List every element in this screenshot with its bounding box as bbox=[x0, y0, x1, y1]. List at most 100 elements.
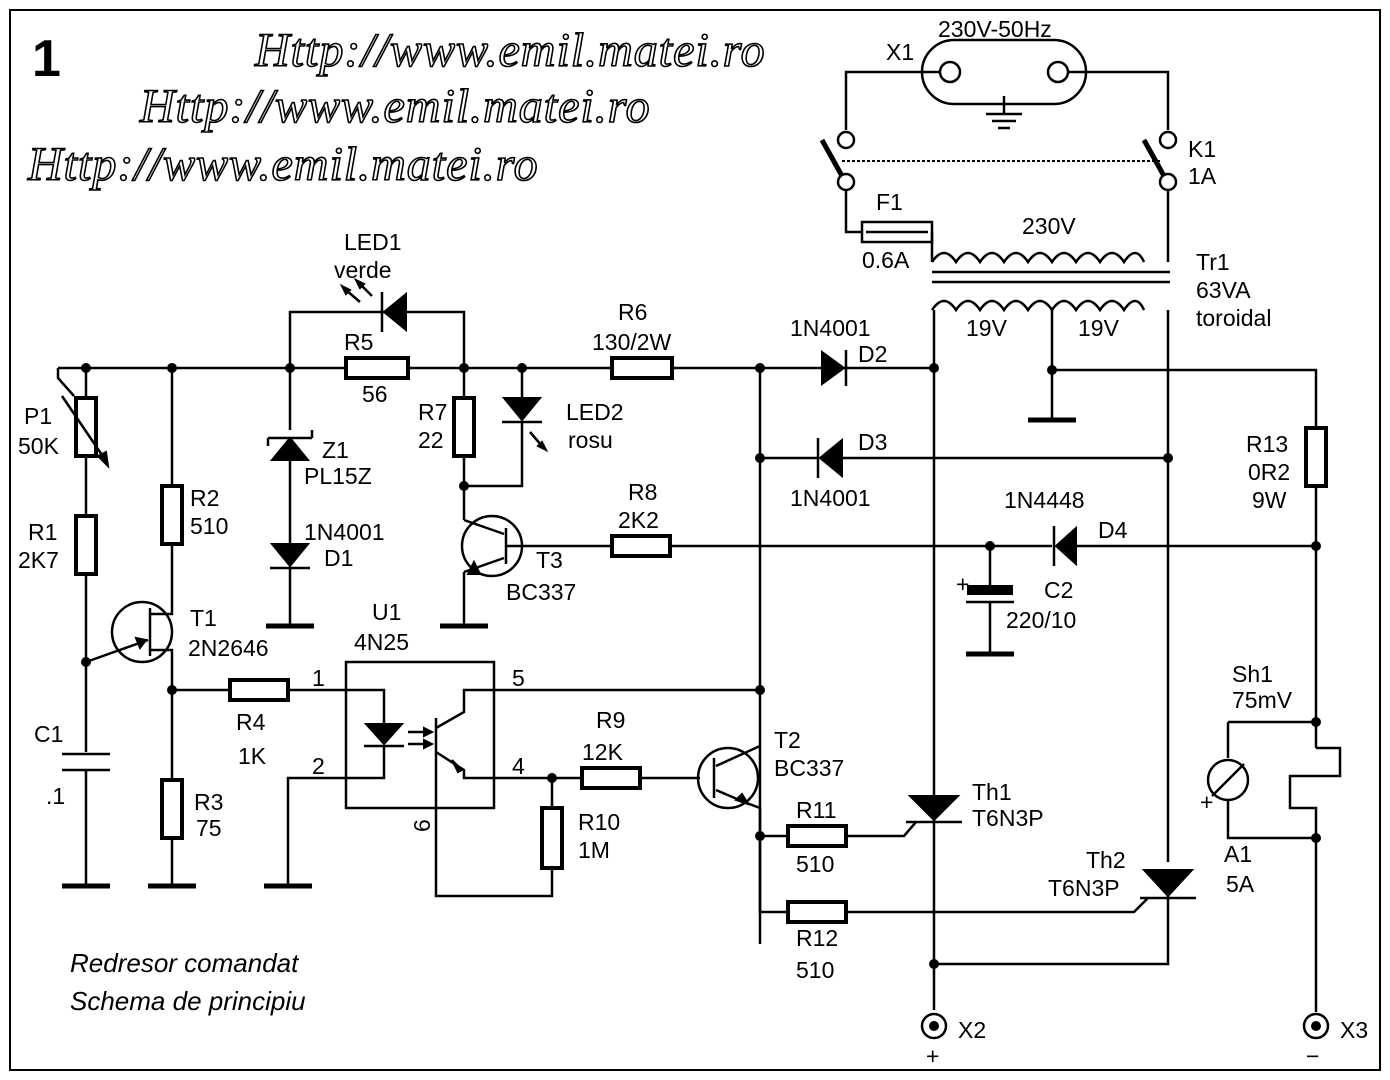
t1-name: T1 bbox=[190, 605, 217, 631]
t2-name: T2 bbox=[774, 727, 801, 753]
a1-polarity: + bbox=[1200, 789, 1213, 815]
page-number: 1 bbox=[32, 30, 61, 88]
r10-value: 1M bbox=[578, 837, 610, 863]
a1-value: 5A bbox=[1226, 871, 1255, 897]
k1-name: K1 bbox=[1188, 136, 1216, 162]
resistor-r5 bbox=[344, 356, 410, 380]
r13-name: R13 bbox=[1246, 431, 1288, 457]
caption-title: Redresor comandat bbox=[70, 948, 300, 978]
diode-d3 bbox=[816, 437, 843, 479]
x3-polarity: − bbox=[1306, 1043, 1319, 1069]
thyristor-th1 bbox=[906, 795, 962, 824]
opto-led bbox=[363, 723, 435, 750]
tr1-power: 63VA bbox=[1196, 277, 1251, 303]
tr1-type: toroidal bbox=[1196, 305, 1271, 331]
resistor-r8 bbox=[610, 534, 672, 558]
r7-name: R7 bbox=[418, 399, 447, 425]
resistor-r9 bbox=[580, 766, 642, 790]
resistor-r13 bbox=[1304, 426, 1328, 488]
z1-name: Z1 bbox=[322, 437, 349, 463]
led1-color: verde bbox=[334, 257, 392, 283]
opto-transistor bbox=[434, 688, 760, 898]
r4-name: R4 bbox=[236, 709, 266, 735]
c1-value: .1 bbox=[46, 783, 65, 809]
r4-value: 1K bbox=[238, 743, 267, 769]
u1-pin-1: 1 bbox=[312, 665, 325, 691]
th2-name: Th2 bbox=[1086, 847, 1126, 873]
d4-part: 1N4448 bbox=[1004, 487, 1085, 513]
p1-value: 50K bbox=[18, 433, 60, 459]
r8-name: R8 bbox=[628, 479, 657, 505]
r12-value: 510 bbox=[796, 957, 834, 983]
r8-value: 2K2 bbox=[618, 507, 659, 533]
watermark-url-3: Http://www.emil.matei.ro bbox=[27, 138, 539, 191]
transformer-tr1 bbox=[930, 251, 1170, 313]
resistor-r4 bbox=[228, 678, 290, 702]
c2-name: C2 bbox=[1044, 577, 1073, 603]
d3-part: 1N4001 bbox=[790, 485, 871, 511]
k1-rating: 1A bbox=[1188, 163, 1217, 189]
u1-pin-4: 4 bbox=[512, 753, 525, 779]
tr1-sec-b: 19V bbox=[1078, 315, 1120, 341]
r5-value: 56 bbox=[362, 381, 388, 407]
u1-pin-6: 6 bbox=[409, 819, 435, 832]
t1-part: 2N2646 bbox=[188, 635, 269, 661]
frame-border bbox=[9, 9, 1381, 1071]
d4-name: D4 bbox=[1098, 517, 1128, 543]
led-led1 bbox=[339, 277, 407, 333]
x2-name: X2 bbox=[958, 1017, 986, 1043]
r10-name: R10 bbox=[578, 809, 620, 835]
resistor-r3 bbox=[160, 778, 184, 840]
r6-name: R6 bbox=[618, 299, 647, 325]
d2-name: D2 bbox=[858, 341, 887, 367]
resistor-r2 bbox=[160, 484, 184, 546]
d2-part: 1N4001 bbox=[790, 315, 871, 341]
caption-subtitle: Schema de principiu bbox=[70, 986, 306, 1016]
x3-name: X3 bbox=[1340, 1017, 1368, 1043]
transistor-t1 bbox=[85, 600, 174, 690]
u1-pin-5: 5 bbox=[512, 665, 525, 691]
r1-value: 2K7 bbox=[18, 547, 59, 573]
shunt-sh1 bbox=[1288, 746, 1342, 838]
u1-pin-2: 2 bbox=[312, 753, 325, 779]
r11-value: 510 bbox=[796, 851, 834, 877]
terminal-x2 bbox=[920, 1012, 948, 1040]
a1-name: A1 bbox=[1224, 841, 1252, 867]
r2-value: 510 bbox=[190, 513, 228, 539]
r5-name: R5 bbox=[344, 329, 373, 355]
ammeter-a1: + bbox=[1200, 758, 1250, 815]
th1-part: T6N3P bbox=[972, 805, 1044, 831]
r7-value: 22 bbox=[418, 427, 444, 453]
fuse-f1 bbox=[860, 220, 934, 244]
x1-rating: 230V-50Hz bbox=[938, 16, 1052, 42]
thyristor-th2 bbox=[1140, 869, 1196, 900]
led1-name: LED1 bbox=[344, 229, 402, 255]
tr1-sec-a: 19V bbox=[966, 315, 1008, 341]
zener-z1 bbox=[266, 430, 314, 461]
f1-name: F1 bbox=[876, 189, 903, 215]
x2-polarity: + bbox=[926, 1043, 939, 1069]
f1-rating: 0.6A bbox=[862, 247, 910, 273]
t3-part: BC337 bbox=[506, 579, 576, 605]
p1-name: P1 bbox=[24, 403, 52, 429]
resistor-r10 bbox=[540, 806, 564, 870]
r2-name: R2 bbox=[190, 485, 219, 511]
u1-name: U1 bbox=[372, 599, 401, 625]
r9-name: R9 bbox=[596, 707, 625, 733]
diode-d1 bbox=[269, 543, 311, 570]
sh1-name: Sh1 bbox=[1232, 661, 1273, 687]
resistor-r12 bbox=[786, 900, 848, 924]
potentiometer-p1 bbox=[74, 396, 98, 458]
resistor-r7 bbox=[452, 396, 476, 458]
tr1-name: Tr1 bbox=[1196, 249, 1230, 275]
r13-power: 9W bbox=[1252, 487, 1287, 513]
optocoupler-u1 bbox=[344, 660, 496, 810]
switch-k1 bbox=[819, 130, 1178, 192]
r6-value: 130/2W bbox=[592, 329, 672, 355]
sh1-value: 75mV bbox=[1232, 687, 1293, 713]
diode-d2 bbox=[821, 350, 848, 386]
c1-name: C1 bbox=[34, 721, 63, 747]
d1-part: 1N4001 bbox=[304, 519, 385, 545]
c2-value: 220/10 bbox=[1006, 607, 1076, 633]
d1-name: D1 bbox=[324, 545, 353, 571]
